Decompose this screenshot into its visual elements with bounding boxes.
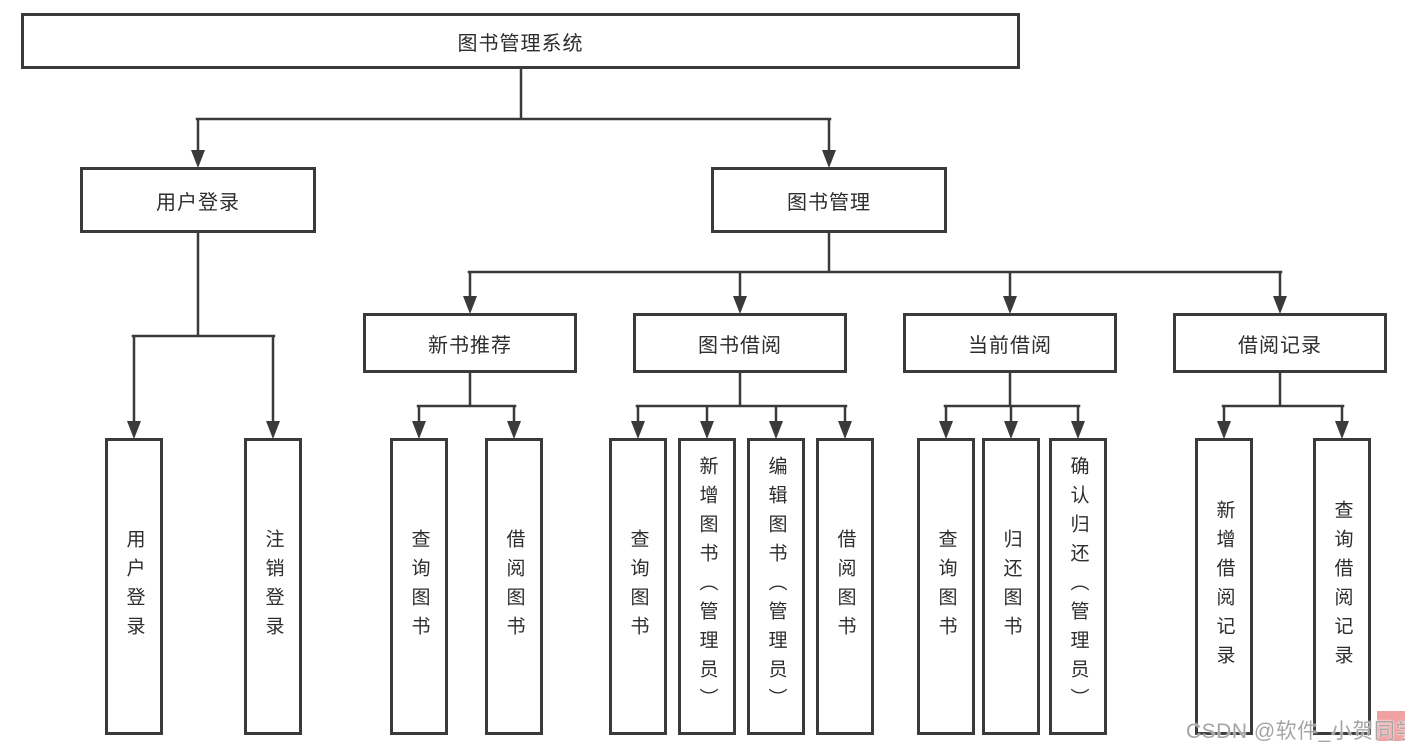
connector-new-book-children	[416, 371, 517, 425]
node-user-login: 用户登录	[80, 167, 316, 233]
arrow-down-icon	[733, 296, 747, 314]
arrow-down-icon	[266, 421, 280, 439]
arrow-down-icon	[769, 421, 783, 439]
node-current-borrowing: 当前借阅	[903, 313, 1117, 373]
node-label: 图书管理	[787, 191, 871, 214]
node-book-borrowing: 图书借阅	[633, 313, 847, 373]
node-label: 查询图书	[627, 528, 649, 645]
arrow-down-icon	[700, 421, 714, 439]
connector-user-login-children	[131, 231, 276, 425]
arrow-down-icon	[463, 296, 477, 314]
arrow-down-icon	[412, 421, 426, 439]
node-label: 用户登录	[123, 528, 145, 645]
leaf-add-borrow-record: 新增借阅记录	[1195, 438, 1253, 735]
watermark: CSDN @软件_小贺同学	[1186, 720, 1405, 743]
watermark-highlight	[1377, 711, 1405, 741]
leaf-confirm-return-admin: 确认归还（管理员）	[1049, 438, 1107, 735]
arrow-down-icon	[1071, 421, 1085, 439]
node-label: 确认归还（管理员）	[1067, 456, 1089, 717]
connector-book-borrowing-children	[635, 371, 848, 425]
leaf-return-books: 归还图书	[982, 438, 1040, 735]
connector-current-borrowing-children	[943, 371, 1081, 425]
leaf-edit-books-admin: 编辑图书（管理员）	[747, 438, 805, 735]
connector-book-management-children	[467, 231, 1283, 300]
node-label: 归还图书	[1000, 528, 1022, 645]
node-label: 查询借阅记录	[1331, 499, 1353, 674]
arrow-down-icon	[1217, 421, 1231, 439]
arrow-down-icon	[1335, 421, 1349, 439]
leaf-user-login: 用户登录	[105, 438, 163, 735]
node-label: 查询图书	[935, 528, 957, 645]
leaf-query-books-current: 查询图书	[917, 438, 975, 735]
node-label: 借阅图书	[834, 528, 856, 645]
node-label: 新增借阅记录	[1213, 499, 1235, 674]
arrow-down-icon	[1273, 296, 1287, 314]
arrow-down-icon	[939, 421, 953, 439]
arrow-down-icon	[1003, 296, 1017, 314]
leaf-add-books-admin: 新增图书（管理员）	[678, 438, 736, 735]
leaf-query-borrow-record: 查询借阅记录	[1313, 438, 1371, 735]
arrow-down-icon	[1004, 421, 1018, 439]
leaf-logout-login: 注销登录	[244, 438, 302, 735]
leaf-borrow-books: 借阅图书	[816, 438, 874, 735]
node-label: 图书借阅	[698, 334, 782, 357]
arrow-down-icon	[822, 150, 836, 168]
leaf-query-books-borrow: 查询图书	[609, 438, 667, 735]
connector-root-to-level2	[195, 67, 832, 154]
arrow-down-icon	[838, 421, 852, 439]
node-label: 图书管理系统	[457, 32, 584, 55]
node-library-system: 图书管理系统	[21, 13, 1020, 69]
node-label: 查询图书	[408, 528, 430, 645]
node-label: 当前借阅	[968, 334, 1052, 357]
node-label: 注销登录	[262, 528, 284, 645]
arrow-down-icon	[507, 421, 521, 439]
node-book-management: 图书管理	[711, 167, 947, 233]
node-label: 借阅记录	[1238, 334, 1322, 357]
arrow-down-icon	[631, 421, 645, 439]
node-borrowing-records: 借阅记录	[1173, 313, 1387, 373]
connector-borrowing-records-children	[1221, 371, 1345, 425]
arrow-down-icon	[127, 421, 141, 439]
node-label: 借阅图书	[503, 528, 525, 645]
node-label: 编辑图书（管理员）	[765, 456, 787, 717]
node-label: 新增图书（管理员）	[696, 456, 718, 717]
node-label: 用户登录	[156, 191, 240, 214]
arrowheads	[127, 150, 1349, 439]
leaf-borrow-books-new: 借阅图书	[485, 438, 543, 735]
arrow-down-icon	[191, 150, 205, 168]
node-label: 新书推荐	[428, 334, 512, 357]
leaf-query-books-new: 查询图书	[390, 438, 448, 735]
node-new-book-recommendation: 新书推荐	[363, 313, 577, 373]
